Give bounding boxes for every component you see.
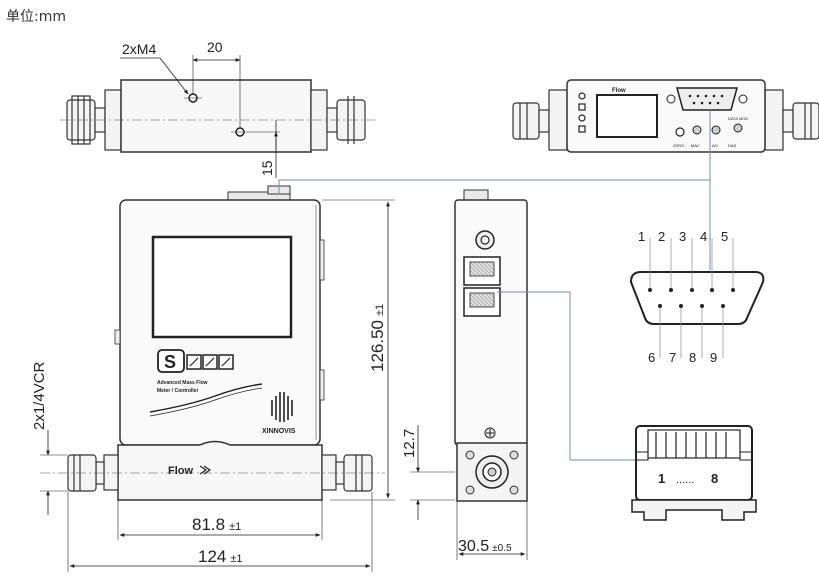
- side-dimensions: 12.7 30.5±0.5: [401, 425, 528, 560]
- side-view: [454, 189, 528, 502]
- db9-pin-5: 5: [721, 229, 728, 244]
- hole-label: 2xM4: [122, 41, 156, 57]
- dim-height-tol: ±1: [374, 304, 386, 316]
- rear-flow-label: Flow: [612, 88, 626, 94]
- zero-button-icon: [675, 127, 685, 137]
- rear-button-mac: MAC: [691, 143, 700, 148]
- brand-mark-icon: [271, 392, 293, 422]
- flow-arrow-icon: [199, 465, 212, 475]
- dim-port-height: 12.7: [401, 429, 418, 458]
- svg-text:30.5±0.5: 30.5±0.5: [458, 538, 512, 555]
- rear-side-marks: [578, 92, 586, 133]
- rj45-pin-dots: ......: [676, 474, 694, 486]
- rj45-pin-last: 8: [711, 471, 718, 486]
- rj45-pin-first: 1: [658, 471, 665, 486]
- svg-text:81.8±1: 81.8 ±1: [192, 515, 241, 534]
- dim-height: 126.50: [368, 320, 387, 372]
- db9-pin-7: 7: [669, 350, 676, 365]
- rear-button-das: DAS: [728, 143, 737, 148]
- rear-screen: [596, 94, 658, 138]
- rear-view: Flow ZERO MAC AO DAS DATA MOD: [512, 79, 819, 153]
- db9-pin-1: 1: [638, 229, 645, 244]
- dim-hole-spacing: 20: [207, 39, 223, 55]
- display-screen: [151, 235, 293, 339]
- front-base: [117, 440, 323, 501]
- unit-label: 单位:mm: [6, 9, 66, 25]
- rj45-connector-detail: 1 ...... 8: [631, 425, 757, 521]
- top-view: 2xM4 20 15: [60, 39, 375, 178]
- rear-button-ao: AO: [712, 143, 718, 148]
- tagline-line1: Advanced Mass Flow: [157, 380, 208, 386]
- callout-lines: [278, 110, 711, 461]
- rear-button-data-mod: DATA MOD: [728, 116, 748, 121]
- fitting-label: 2x1/4VCR: [31, 361, 48, 430]
- db9-pin-3: 3: [679, 229, 686, 244]
- dim-body-width: 81.8: [192, 515, 225, 534]
- front-flow-label: Flow: [168, 465, 193, 477]
- right-fitting-front: [321, 454, 373, 492]
- dim-body-width-tol: ±1: [229, 521, 241, 533]
- svg-text:124±1: 124 ±1: [198, 547, 243, 566]
- brand-name: XINNOVIS: [262, 428, 296, 435]
- rear-button-zero: ZERO: [673, 143, 684, 148]
- tagline-line2: Meter / Controller: [157, 388, 198, 394]
- dim-depth-tol: ±0.5: [492, 543, 512, 554]
- model-letter: S: [164, 352, 176, 372]
- db9-connector-detail: 1 2 3 4 5 6 7 8 9: [629, 229, 765, 365]
- svg-text:126.50±1: 126.50 ±1: [368, 304, 387, 372]
- top-body: [120, 79, 312, 153]
- model-logo: S: [157, 349, 234, 373]
- front-dimensions: 126.50 ±1 81.8 ±1 124 ±1 2x1/4VCR: [31, 199, 395, 572]
- dim-hole-offset: 15: [259, 160, 275, 176]
- dim-total-width-tol: ±1: [230, 553, 242, 565]
- db9-pin-6: 6: [648, 350, 655, 365]
- front-view: S Advanced Mass Flow Meter / Controller …: [40, 185, 385, 501]
- db9-pin-4: 4: [700, 229, 707, 244]
- db9-pin-2: 2: [658, 229, 665, 244]
- db9-socket-rear: [676, 87, 738, 111]
- left-fitting-top: [66, 89, 122, 151]
- db9-pin-8: 8: [689, 350, 696, 365]
- dim-depth: 30.5: [458, 538, 489, 555]
- dim-total-width: 124: [198, 547, 226, 566]
- db9-pin-9: 9: [710, 350, 717, 365]
- left-fitting-front: [67, 454, 119, 492]
